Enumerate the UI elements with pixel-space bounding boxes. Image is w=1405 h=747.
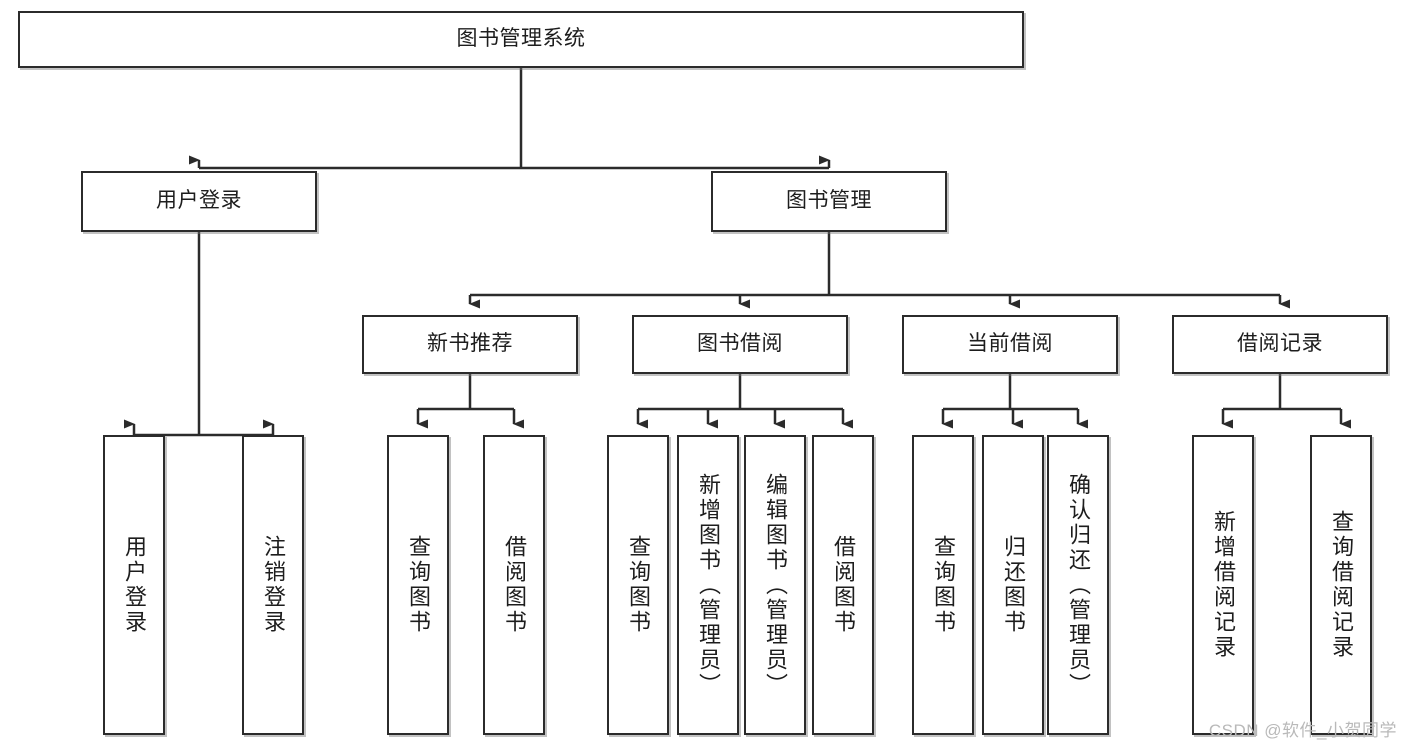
node-book-borrow-label: 图书借阅 xyxy=(697,332,783,356)
node-leaf-query-book-1[interactable]: 查询图书 xyxy=(387,435,449,735)
node-book-manage-label: 图书管理 xyxy=(786,189,872,213)
node-current-borrow[interactable]: 当前借阅 xyxy=(902,315,1118,374)
node-leaf-query-record-label: 查询借阅记录 xyxy=(1329,510,1354,660)
node-leaf-logout[interactable]: 注销登录 xyxy=(242,435,304,735)
node-borrow-record-label: 借阅记录 xyxy=(1237,332,1323,356)
node-leaf-edit-book[interactable]: 编辑图书（管理员） xyxy=(744,435,806,735)
node-leaf-add-record-label: 新增借阅记录 xyxy=(1211,510,1236,660)
node-leaf-query-book-2-label: 查询图书 xyxy=(626,535,651,635)
edge-group xyxy=(124,68,1351,437)
node-new-book-rec[interactable]: 新书推荐 xyxy=(362,315,578,374)
node-user-login-label: 用户登录 xyxy=(156,189,242,213)
node-leaf-query-record[interactable]: 查询借阅记录 xyxy=(1310,435,1372,735)
node-leaf-query-book-1-label: 查询图书 xyxy=(406,535,431,635)
node-root[interactable]: 图书管理系统 xyxy=(18,11,1024,68)
node-root-label: 图书管理系统 xyxy=(456,27,586,51)
node-leaf-confirm-return-label: 确认归还（管理员） xyxy=(1066,472,1091,698)
node-leaf-query-book-2[interactable]: 查询图书 xyxy=(607,435,669,735)
node-leaf-add-book[interactable]: 新增图书（管理员） xyxy=(677,435,739,735)
node-leaf-return-book[interactable]: 归还图书 xyxy=(982,435,1044,735)
node-user-login[interactable]: 用户登录 xyxy=(81,171,317,232)
node-leaf-query-book-3[interactable]: 查询图书 xyxy=(912,435,974,735)
node-leaf-confirm-return[interactable]: 确认归还（管理员） xyxy=(1047,435,1109,735)
node-leaf-add-book-label: 新增图书（管理员） xyxy=(696,472,721,698)
node-book-borrow[interactable]: 图书借阅 xyxy=(632,315,848,374)
node-leaf-edit-book-label: 编辑图书（管理员） xyxy=(763,472,788,698)
node-new-book-rec-label: 新书推荐 xyxy=(427,332,513,356)
node-leaf-borrow-book-2-label: 借阅图书 xyxy=(831,535,856,635)
node-leaf-logout-label: 注销登录 xyxy=(261,535,286,635)
node-leaf-query-book-3-label: 查询图书 xyxy=(931,535,956,635)
node-current-borrow-label: 当前借阅 xyxy=(967,332,1053,356)
watermark-text: CSDN @软件_小贺同学 xyxy=(1208,721,1397,740)
node-borrow-record[interactable]: 借阅记录 xyxy=(1172,315,1388,374)
node-leaf-borrow-book-2[interactable]: 借阅图书 xyxy=(812,435,874,735)
node-leaf-add-record[interactable]: 新增借阅记录 xyxy=(1192,435,1254,735)
node-book-manage[interactable]: 图书管理 xyxy=(711,171,947,232)
node-leaf-borrow-book-1[interactable]: 借阅图书 xyxy=(483,435,545,735)
node-leaf-return-book-label: 归还图书 xyxy=(1001,535,1026,635)
node-leaf-user-login-label: 用户登录 xyxy=(122,535,147,635)
node-leaf-borrow-book-1-label: 借阅图书 xyxy=(502,535,527,635)
node-leaf-user-login[interactable]: 用户登录 xyxy=(103,435,165,735)
